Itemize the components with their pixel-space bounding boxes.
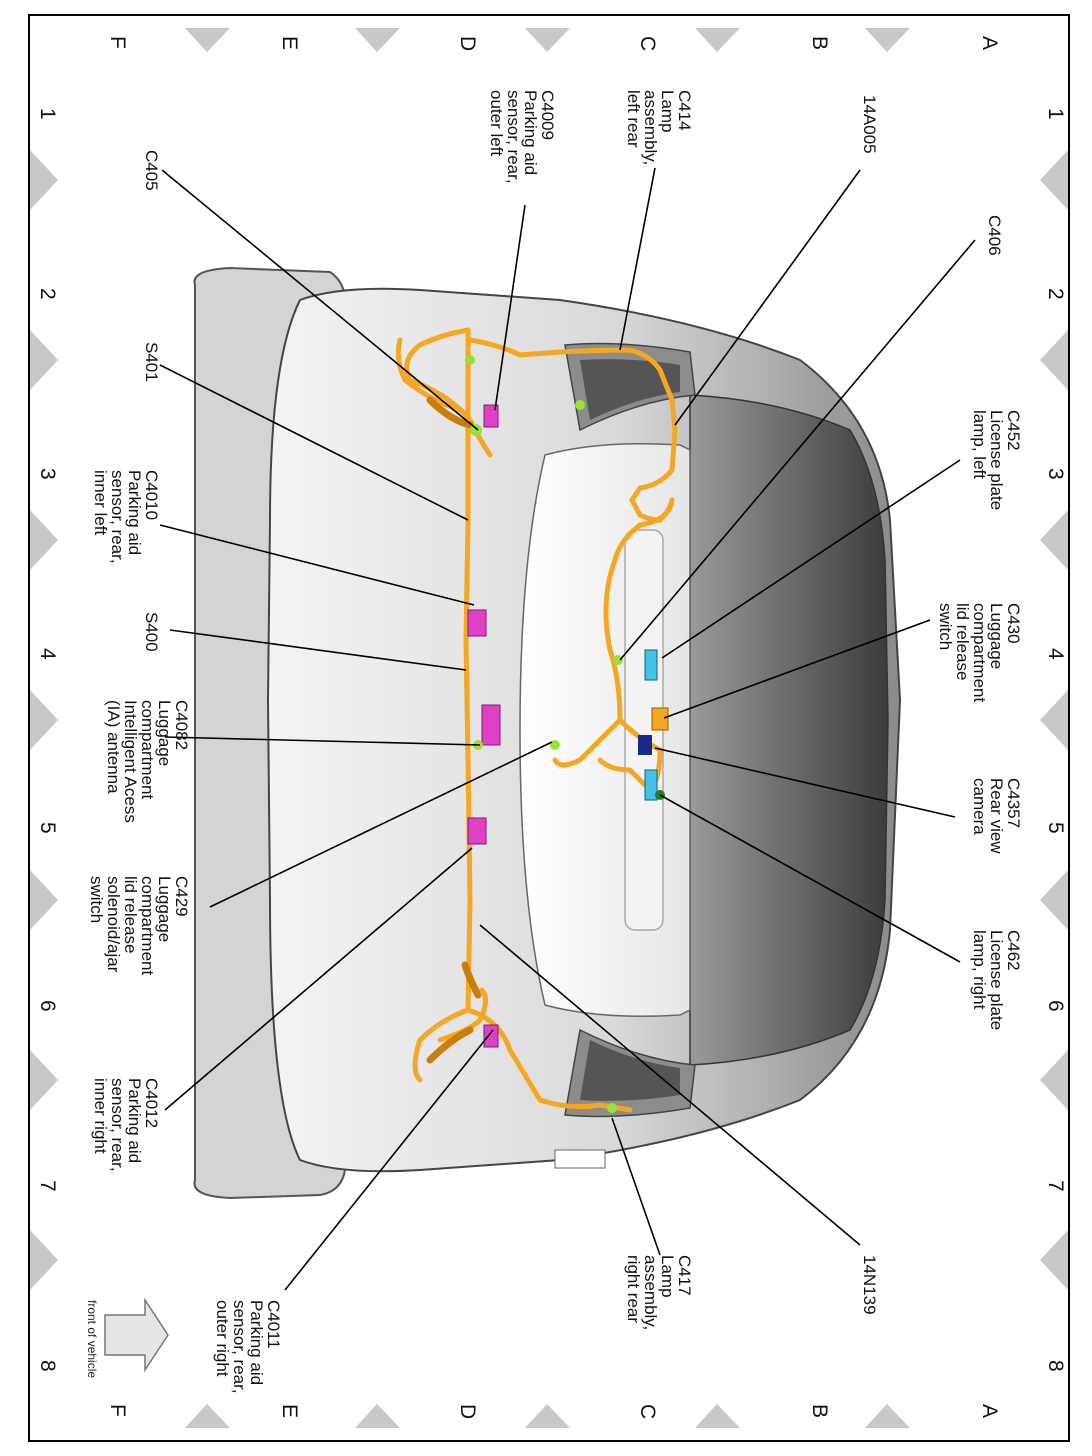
callout-c452: C452 License plate lamp, left	[970, 410, 1023, 511]
grid-col-5-right: 5	[1044, 822, 1067, 834]
leader-c417	[611, 1117, 661, 1256]
callout-c462: C462 License plate lamp, right	[970, 930, 1023, 1031]
callout-c4012: C4012 Parking aid sensor, rear, inner ri…	[91, 1078, 161, 1172]
grid-col-1-right: 1	[1044, 108, 1067, 120]
front-of-vehicle-label: front of vehicle	[85, 1300, 99, 1379]
grid-row-f-bottom: F	[106, 1404, 129, 1417]
callout-c4082: C4082 Luggage compartment Intelligent Ac…	[104, 700, 191, 823]
connector-c417	[607, 1103, 617, 1113]
grid-col-2-left: 2	[36, 288, 59, 300]
callout-c405: C405	[142, 150, 161, 191]
grid-row-a-bottom: A	[978, 1404, 1001, 1419]
grid-row-c-bottom: C	[636, 1404, 659, 1420]
grid-row-b-top: B	[808, 36, 831, 51]
diagram-frame	[28, 14, 1070, 1442]
leader-c406	[619, 239, 976, 661]
callout-14a005: 14A005	[860, 95, 879, 154]
callout-c429: C429 Luggage compartment lid release sol…	[87, 876, 191, 976]
leader-14a005	[674, 169, 861, 426]
grid-col-4-left: 4	[36, 648, 59, 660]
callout-c417: C417 Lamp assembly, right rear	[624, 1255, 694, 1331]
grid-row-d-bottom: D	[456, 1404, 479, 1420]
grid-row-e-top: E	[278, 36, 301, 51]
connector-c4357	[638, 735, 652, 755]
leader-c4357	[654, 747, 956, 818]
leader-c4011	[284, 1029, 494, 1291]
grid-col-5-left: 5	[36, 822, 59, 834]
callout-c4011: C4011 Parking aid sensor, rear, outer ri…	[213, 1300, 283, 1394]
callout-c4357: C4357 Rear view camera	[970, 778, 1023, 854]
grid-col-3-left: 3	[36, 468, 59, 480]
callout-c430: C430 Luggage compartment lid release swi…	[936, 603, 1023, 703]
grid-col-3-right: 3	[1044, 468, 1067, 480]
front-arrow-icon	[104, 1297, 169, 1373]
grid-row-b-bottom: B	[808, 1404, 831, 1419]
leader-c4009	[494, 204, 526, 411]
callout-c406: C406	[985, 215, 1004, 256]
connector-c4011	[483, 1024, 499, 1048]
leader-s400	[169, 629, 467, 671]
leader-c4012	[164, 847, 473, 1111]
leader-c462	[659, 794, 961, 963]
leader-c405	[161, 169, 479, 431]
leader-s401	[159, 364, 469, 521]
grid-row-d-top: D	[456, 36, 479, 52]
leader-c429	[209, 741, 553, 908]
grid-col-8-left: 8	[36, 1360, 59, 1372]
connector-c462	[644, 769, 658, 801]
border-notches	[30, 28, 1068, 1428]
leader-c430	[663, 619, 931, 719]
callout-14n139: 14N139	[860, 1255, 879, 1315]
connector-extra-green	[465, 355, 475, 365]
grid-col-6-left: 6	[36, 1000, 59, 1012]
leader-c414	[619, 167, 656, 351]
callout-s401: S401	[142, 342, 161, 382]
connector-c4010	[467, 609, 487, 637]
connectors	[465, 355, 669, 1113]
connector-c414	[575, 400, 585, 410]
leader-14n139	[479, 924, 861, 1246]
wire-harness-dark-segments	[426, 396, 482, 1064]
grid-col-4-right: 4	[1044, 648, 1067, 660]
leader-lines	[159, 167, 976, 1291]
grid-col-7-left: 7	[36, 1180, 59, 1192]
callout-c4010: C4010 Parking aid sensor, rear, inner le…	[91, 470, 161, 564]
leader-c4082	[164, 736, 481, 746]
callout-c4009: C4009 Parking aid sensor, rear, outer le…	[487, 90, 557, 184]
grid-row-f-top: F	[106, 36, 129, 49]
grid-row-a-top: A	[978, 36, 1001, 51]
grid-col-8-right: 8	[1044, 1360, 1067, 1372]
connector-c405	[470, 424, 482, 436]
connector-c4012	[467, 817, 487, 845]
grid-col-6-right: 6	[1044, 1000, 1067, 1012]
connector-c452	[644, 649, 658, 681]
leader-c4010	[159, 524, 475, 606]
callout-s400: S400	[142, 612, 161, 652]
leader-c452	[661, 459, 961, 659]
connector-c429	[550, 740, 560, 750]
connector-c4082	[481, 704, 501, 746]
connector-c430	[651, 707, 669, 731]
grid-col-1-left: 1	[36, 108, 59, 120]
connector-c4009	[483, 404, 499, 428]
connector-c406	[613, 655, 623, 665]
grid-col-2-right: 2	[1044, 288, 1067, 300]
grid-col-7-right: 7	[1044, 1180, 1067, 1192]
grid-row-e-bottom: E	[278, 1404, 301, 1419]
callout-c414: C414 Lamp assembly, left rear	[624, 90, 694, 166]
wire-harness	[395, 327, 678, 1113]
vehicle-body	[193, 266, 902, 1200]
grid-row-c-top: C	[636, 36, 659, 52]
